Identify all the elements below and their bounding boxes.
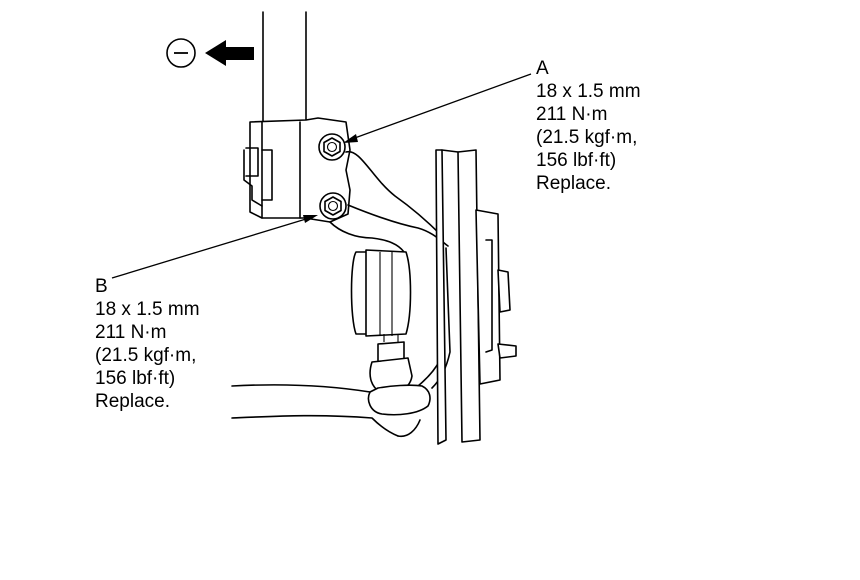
callout-a: A 18 x 1.5 mm 211 N·m (21.5 kgf·m, 156 l…: [536, 57, 641, 195]
leader-line-b: [111, 215, 318, 279]
leader-line-a: [343, 73, 532, 143]
bolt-a: [318, 133, 346, 161]
ball-joint: [367, 334, 431, 416]
callout-b-size: 18 x 1.5 mm: [95, 299, 200, 320]
lower-arm: [231, 384, 421, 438]
wheel-hub: [475, 209, 517, 385]
callout-b-torque-nm: 211 N·m: [95, 322, 167, 343]
left-arrow-icon: [205, 40, 254, 66]
callout-b-torque-lbf: 156 lbf·ft): [95, 368, 176, 389]
callout-a-letter: A: [536, 58, 549, 79]
callout-a-note: Replace.: [536, 173, 611, 194]
callout-a-torque-kgf: (21.5 kgf·m,: [536, 127, 638, 148]
callout-a-torque-lbf: 156 lbf·ft): [536, 150, 617, 171]
callout-a-size: 18 x 1.5 mm: [536, 81, 641, 102]
callout-b: B 18 x 1.5 mm 211 N·m (21.5 kgf·m, 156 l…: [95, 275, 200, 413]
strut-tube: [262, 11, 307, 129]
callout-b-letter: B: [95, 276, 108, 297]
bolt-b: [319, 192, 347, 220]
callout-b-torque-kgf: (21.5 kgf·m,: [95, 345, 197, 366]
driveshaft-boot: [350, 249, 412, 337]
minus-direction-icon: [166, 38, 196, 68]
brake-disc: [435, 149, 481, 445]
callout-b-note: Replace.: [95, 391, 170, 412]
callout-a-torque-nm: 211 N·m: [536, 104, 608, 125]
